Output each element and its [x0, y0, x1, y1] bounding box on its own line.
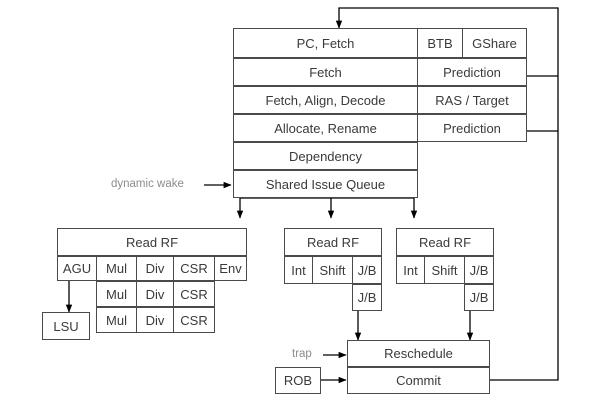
- predictor-gshare[interactable]: GShare: [462, 28, 527, 58]
- exec1-unit-mul-1[interactable]: Mul: [96, 281, 137, 307]
- exec1-unit-div-1[interactable]: Div: [136, 281, 174, 307]
- exec2-unit-jb-0[interactable]: J/B: [352, 256, 382, 284]
- exec1-unit-div-0[interactable]: Div: [136, 256, 174, 281]
- exec2-unit-int[interactable]: Int: [284, 256, 313, 284]
- stage-pc-fetch[interactable]: PC, Fetch: [233, 28, 418, 58]
- annotation-trap: trap: [292, 348, 312, 360]
- stage-fetch[interactable]: Fetch: [233, 58, 418, 86]
- stage-fetch-align-decode[interactable]: Fetch, Align, Decode: [233, 86, 418, 114]
- predictor-ras-target[interactable]: RAS / Target: [417, 86, 527, 114]
- exec2-unit-jb-1[interactable]: J/B: [352, 284, 382, 311]
- exec3-read-rf[interactable]: Read RF: [396, 228, 494, 256]
- exec1-unit-mul-0[interactable]: Mul: [96, 256, 137, 281]
- stage-reschedule[interactable]: Reschedule: [347, 340, 490, 367]
- stage-shared-issue-queue[interactable]: Shared Issue Queue: [233, 170, 418, 198]
- stage-commit[interactable]: Commit: [347, 367, 490, 394]
- lsu-box[interactable]: LSU: [42, 312, 90, 340]
- exec3-unit-jb-0[interactable]: J/B: [464, 256, 494, 284]
- predictor-prediction-2[interactable]: Prediction: [417, 114, 527, 142]
- exec1-unit-div-2[interactable]: Div: [136, 307, 174, 333]
- exec1-unit-agu[interactable]: AGU: [57, 256, 97, 281]
- exec1-read-rf[interactable]: Read RF: [57, 228, 247, 256]
- predictor-prediction-1[interactable]: Prediction: [417, 58, 527, 86]
- exec1-unit-env[interactable]: Env: [214, 256, 247, 281]
- exec3-unit-jb-1[interactable]: J/B: [464, 284, 494, 311]
- exec2-read-rf[interactable]: Read RF: [284, 228, 382, 256]
- exec2-unit-shift[interactable]: Shift: [312, 256, 353, 284]
- exec3-unit-int[interactable]: Int: [396, 256, 425, 284]
- predictor-btb[interactable]: BTB: [417, 28, 463, 58]
- exec1-unit-csr-2[interactable]: CSR: [173, 307, 215, 333]
- stage-dependency[interactable]: Dependency: [233, 142, 418, 170]
- annotation-dynamic-wake: dynamic wake: [111, 178, 184, 190]
- rob-box[interactable]: ROB: [275, 367, 321, 394]
- exec3-unit-shift[interactable]: Shift: [424, 256, 465, 284]
- exec1-unit-mul-2[interactable]: Mul: [96, 307, 137, 333]
- stage-allocate-rename[interactable]: Allocate, Rename: [233, 114, 418, 142]
- exec1-unit-csr-0[interactable]: CSR: [173, 256, 215, 281]
- exec1-unit-csr-1[interactable]: CSR: [173, 281, 215, 307]
